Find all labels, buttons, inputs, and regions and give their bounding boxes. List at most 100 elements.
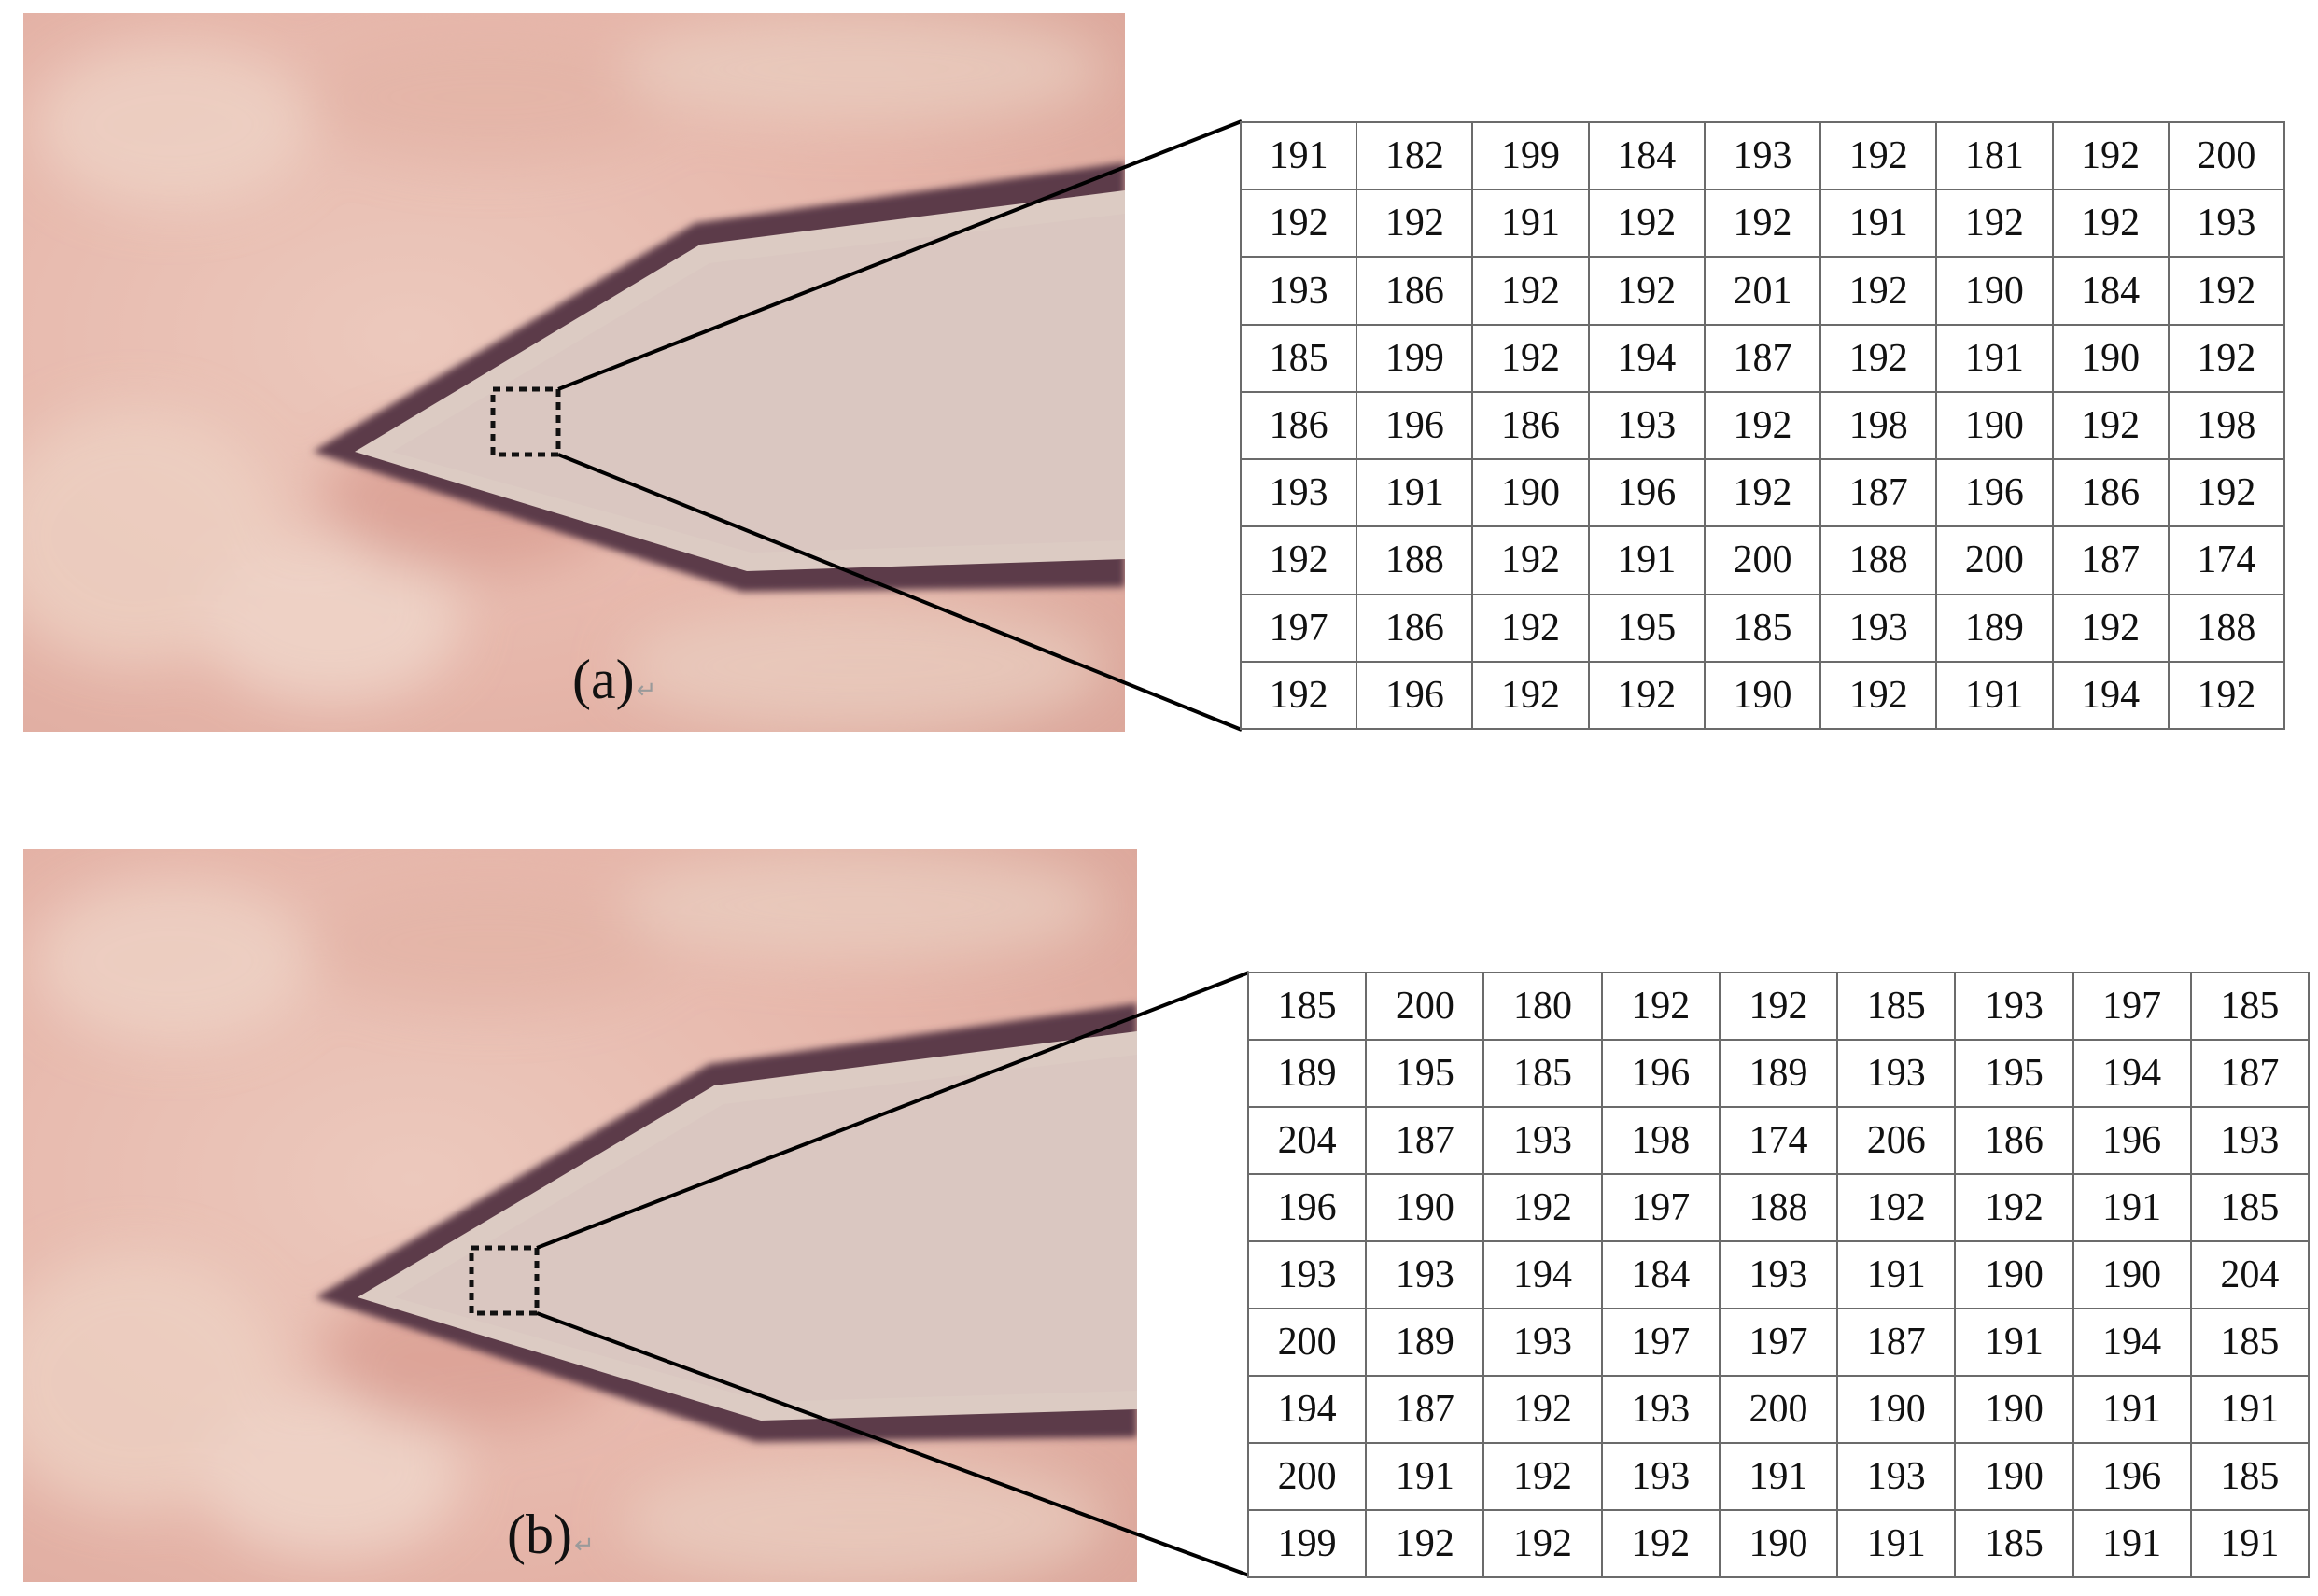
table-cell: 191 [1718,1442,1839,1511]
table-cell: 191 [1239,120,1358,191]
table-cell: 192 [2167,323,2286,393]
table-cell: 198 [2167,390,2286,461]
table-cell: 196 [2072,1442,2192,1511]
table-cell: 187 [1365,1106,1485,1175]
table-cell: 191 [1836,1509,1957,1578]
table-cell: 192 [1718,972,1839,1041]
table-cell: 174 [2167,525,2286,595]
table-cell: 204 [2189,1240,2311,1309]
table-cell: 187 [1703,323,1822,393]
table-cell: 188 [2167,593,2286,663]
table-cell: 196 [1935,458,2054,528]
table-cell: 195 [1365,1039,1485,1108]
table-cell: 191 [1935,323,2054,393]
table-cell: 192 [1836,1173,1957,1242]
table-cell: 189 [1246,1039,1368,1108]
table-cell: 192 [2167,458,2286,528]
table-cell: 192 [1703,189,1822,259]
table-cell: 193 [1587,390,1706,461]
table-cell: 184 [1600,1240,1721,1309]
table-cell: 191 [2072,1375,2192,1444]
table-cell: 206 [1836,1106,1957,1175]
table-cell: 185 [1836,972,1957,1041]
table-cell: 192 [1819,660,1938,731]
table-cell: 197 [1718,1308,1839,1377]
table-cell: 193 [1836,1442,1957,1511]
table-cell: 185 [2189,1173,2311,1242]
table-cell: 193 [1600,1375,1721,1444]
table-cell: 197 [1600,1308,1721,1377]
table-cell: 186 [2051,458,2170,528]
table-cell: 193 [1365,1240,1485,1309]
table-cell: 192 [2167,660,2286,731]
table-cell: 193 [1703,120,1822,191]
table-cell: 199 [1246,1509,1368,1578]
table-cell: 174 [1718,1106,1839,1175]
table-cell: 184 [2051,256,2170,326]
table-cell: 192 [1600,1509,1721,1578]
table-cell: 190 [1954,1240,2074,1309]
table-cell: 187 [1819,458,1938,528]
micrograph-b: (b)↵ [23,849,1137,1582]
table-cell: 187 [2189,1039,2311,1108]
table-cell: 190 [1471,458,1590,528]
table-cell: 192 [1356,189,1474,259]
table-cell: 186 [1954,1106,2074,1175]
table-cell: 200 [1246,1442,1368,1511]
table-cell: 189 [1365,1308,1485,1377]
table-cell: 194 [1246,1375,1368,1444]
table-cell: 192 [2051,593,2170,663]
table-cell: 180 [1482,972,1603,1041]
table-cell: 191 [1471,189,1590,259]
table-cell: 196 [2072,1106,2192,1175]
table-cell: 188 [1356,525,1474,595]
table-cell: 193 [1482,1106,1603,1175]
table-cell: 186 [1471,390,1590,461]
table-cell: 192 [1471,660,1590,731]
table-cell: 185 [1246,972,1368,1041]
table-cell: 192 [1471,256,1590,326]
table-cell: 192 [1587,660,1706,731]
table-cell: 186 [1356,256,1474,326]
table-cell: 190 [1954,1442,2074,1511]
table-cell: 185 [2189,1442,2311,1511]
table-cell: 194 [1587,323,1706,393]
panel-label-a: (a)↵ [572,648,656,712]
table-cell: 190 [1954,1375,2074,1444]
table-cell: 190 [1365,1173,1485,1242]
table-cell: 191 [1935,660,2054,731]
table-cell: 193 [1239,256,1358,326]
table-cell: 191 [2072,1509,2192,1578]
table-cell: 194 [2051,660,2170,731]
table-cell: 187 [2051,525,2170,595]
table-cell: 192 [1482,1375,1603,1444]
table-cell: 190 [1703,660,1822,731]
table-cell: 193 [2189,1106,2311,1175]
table-cell: 200 [1935,525,2054,595]
table-cell: 185 [2189,1308,2311,1377]
table-cell: 192 [1482,1509,1603,1578]
table-cell: 185 [2189,972,2311,1041]
table-cell: 191 [1365,1442,1485,1511]
table-cell: 193 [1246,1240,1368,1309]
table-cell: 192 [2051,120,2170,191]
table-cell: 191 [1356,458,1474,528]
table-cell: 192 [1239,660,1358,731]
table-cell: 191 [2189,1375,2311,1444]
table-cell: 197 [2072,972,2192,1041]
table-cell: 185 [1954,1509,2074,1578]
